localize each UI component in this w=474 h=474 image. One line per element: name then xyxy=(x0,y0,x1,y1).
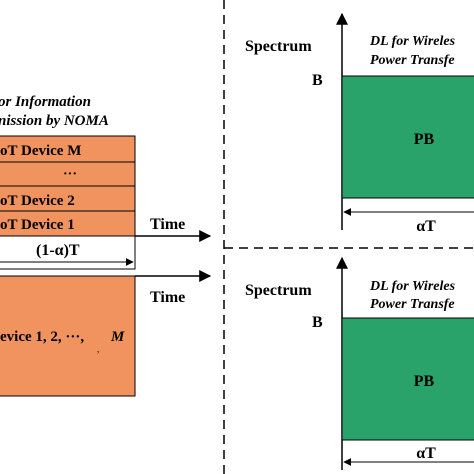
pb-block-bottom xyxy=(341,317,474,441)
b-label-top: B xyxy=(312,72,323,89)
lower-block-dot: , xyxy=(97,344,99,354)
at-label-bottom: αT xyxy=(416,445,436,462)
pb-label-bottom: PB xyxy=(414,373,435,390)
device-row-ellipsis: ··· xyxy=(63,167,77,182)
dl-title-bottom-line2: Power Transfe xyxy=(370,297,455,312)
lower-block-text: evice 1, 2, ···, xyxy=(0,329,84,345)
b-label-bottom: B xyxy=(312,314,323,331)
pb-label-top: PB xyxy=(414,131,435,148)
dl-title-bottom-line1: DL for Wireles xyxy=(369,279,456,294)
pb-block-top xyxy=(341,75,474,199)
device-row-1: oT Device 1 xyxy=(0,217,75,233)
device-row-2: oT Device 2 xyxy=(0,193,75,209)
lower-device-block xyxy=(0,275,136,397)
dl-title-top-line1: DL for Wireles xyxy=(369,34,456,49)
duration-label: (1-α)T xyxy=(36,242,80,259)
time-label-bottom: Time xyxy=(150,289,185,306)
spectrum-label-bottom: Spectrum xyxy=(245,282,312,299)
time-label-top: Time xyxy=(150,216,185,233)
spectrum-label-top: Spectrum xyxy=(245,38,312,55)
device-row-m: oT Device M xyxy=(0,143,81,159)
lower-block-var: M xyxy=(110,329,125,345)
ul-title-line2: nission by NOMA xyxy=(0,113,109,129)
at-label-top: αT xyxy=(416,218,436,235)
dl-title-top-line2: Power Transfe xyxy=(370,53,455,68)
ul-title-line1: or Information xyxy=(0,94,91,110)
